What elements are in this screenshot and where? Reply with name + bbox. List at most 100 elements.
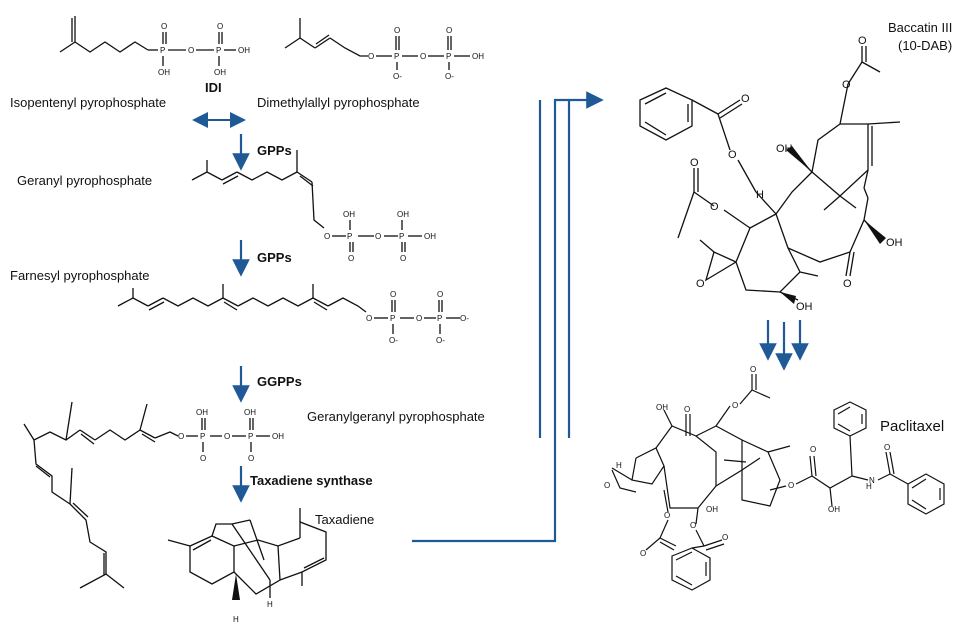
atom-o: O bbox=[394, 26, 400, 35]
atom-o-minus: O- bbox=[445, 72, 454, 81]
atom-p: P bbox=[248, 432, 253, 441]
atom-o: O bbox=[741, 93, 750, 105]
atom-o: O bbox=[842, 79, 851, 91]
atom-oh: OH bbox=[656, 403, 668, 412]
atom-o: O bbox=[690, 157, 699, 169]
atom-p: P bbox=[390, 314, 395, 323]
atom-o: O bbox=[640, 549, 646, 558]
atom-o: O bbox=[884, 443, 890, 452]
atom-o-minus: O- bbox=[436, 336, 445, 345]
atom-oh: OH bbox=[828, 505, 840, 514]
atom-oh: OH bbox=[706, 505, 718, 514]
atom-o: O bbox=[375, 232, 381, 241]
atom-oh: OH bbox=[397, 210, 409, 219]
atom-p: P bbox=[200, 432, 205, 441]
paclitaxel-label: Paclitaxel bbox=[880, 418, 945, 435]
atom-o: O bbox=[858, 35, 867, 47]
atom-oh: OH bbox=[272, 432, 284, 441]
taxadiene-structure bbox=[167, 508, 327, 600]
atom-o: O bbox=[416, 314, 422, 323]
atom-o: O bbox=[161, 22, 167, 31]
atom-o: O bbox=[750, 365, 756, 374]
atom-o-minus: O- bbox=[460, 314, 469, 323]
atom-o: O bbox=[664, 511, 670, 520]
atom-oh: OH bbox=[424, 232, 436, 241]
taxadiene-label: Taxadiene bbox=[315, 512, 375, 527]
atom-h: H bbox=[233, 615, 239, 624]
baccatin-structure bbox=[639, 46, 901, 304]
atom-o-minus: O- bbox=[389, 336, 398, 345]
atom-p: P bbox=[347, 232, 352, 241]
atom-p: P bbox=[446, 52, 451, 61]
atom-o: O bbox=[324, 232, 330, 241]
atom-p: P bbox=[394, 52, 399, 61]
ggpp-atoms: O P O P OH OH OH O O bbox=[178, 408, 284, 463]
gpps-enzyme-label-1: GPPs bbox=[257, 143, 292, 158]
atom-o: O bbox=[446, 26, 452, 35]
atom-o: O bbox=[224, 432, 230, 441]
atom-oh: OH bbox=[886, 237, 903, 249]
atom-h: H bbox=[267, 600, 273, 609]
gpp-label: Geranyl pyrophosphate bbox=[17, 173, 153, 188]
idi-enzyme-label: IDI bbox=[205, 80, 222, 95]
atom-o: O bbox=[437, 290, 443, 299]
atom-h: H bbox=[866, 482, 872, 491]
atom-o: O bbox=[788, 481, 794, 490]
baccatin-label-line2: (10-DAB) bbox=[898, 38, 953, 53]
dmapp-label: Dimethylallyl pyrophosphate bbox=[257, 95, 420, 110]
atom-oh: OH bbox=[214, 68, 226, 77]
gpp-structure bbox=[191, 150, 422, 252]
fpp-label: Farnesyl pyrophosphate bbox=[10, 268, 150, 283]
atom-p: P bbox=[399, 232, 404, 241]
taxadiene-atoms: H H bbox=[233, 600, 273, 624]
atom-oh: OH bbox=[796, 301, 813, 313]
fpp-atoms: O P O P O- O O O- O- bbox=[366, 290, 469, 345]
atom-o: O bbox=[690, 521, 696, 530]
taxadiene-to-baccatin-connector bbox=[412, 91, 604, 543]
atom-oh: OH bbox=[238, 46, 250, 55]
atom-o-minus: O- bbox=[393, 72, 402, 81]
ipp-structure bbox=[59, 16, 236, 66]
atom-o: O bbox=[843, 278, 852, 290]
atom-p: P bbox=[216, 46, 221, 55]
atom-o: O bbox=[684, 405, 690, 414]
ipp-atoms: P P O O O OH OH OH bbox=[158, 22, 250, 77]
atom-o: O bbox=[200, 454, 206, 463]
atom-oh: OH bbox=[244, 408, 256, 417]
atom-o: O bbox=[348, 254, 354, 263]
ggpp-label: Geranylgeranyl pyrophosphate bbox=[307, 409, 485, 424]
atom-o: O bbox=[696, 278, 705, 290]
baccatin-label-line1: Baccatin III bbox=[888, 20, 953, 35]
paclitaxel-structure bbox=[611, 374, 945, 591]
fpp-structure bbox=[117, 284, 460, 334]
gpp-atoms: O P O P OH OH OH O O bbox=[324, 210, 436, 263]
atom-o: O bbox=[188, 46, 194, 55]
atom-h: H bbox=[756, 189, 764, 201]
ggpps-enzyme-label: GGPPs bbox=[257, 374, 302, 389]
atom-o: O bbox=[722, 533, 728, 542]
atom-oh: OH bbox=[343, 210, 355, 219]
ipp-label: Isopentenyl pyrophosphate bbox=[10, 95, 167, 110]
atom-o: O bbox=[732, 401, 738, 410]
dmapp-structure bbox=[284, 18, 470, 70]
atom-p: P bbox=[437, 314, 442, 323]
atom-o: O bbox=[810, 445, 816, 454]
dmapp-atoms: O P O P OH O O O- O- bbox=[368, 26, 484, 81]
atom-o: O bbox=[728, 149, 737, 161]
atom-o: O bbox=[710, 201, 719, 213]
ggpp-structure bbox=[23, 401, 270, 589]
atom-o: O bbox=[248, 454, 254, 463]
atom-o: O bbox=[366, 314, 372, 323]
gpps-enzyme-label-2: GPPs bbox=[257, 250, 292, 265]
paclitaxel-atoms: OH O O O H O O O O O OH O O OH N H O bbox=[604, 365, 890, 558]
atom-o: O bbox=[420, 52, 426, 61]
atom-oh: OH bbox=[196, 408, 208, 417]
atom-o: O bbox=[217, 22, 223, 31]
atom-o: O bbox=[368, 52, 374, 61]
atom-p: P bbox=[160, 46, 165, 55]
atom-n: N bbox=[869, 476, 875, 485]
taxadiene-synthase-label: Taxadiene synthase bbox=[250, 473, 373, 488]
atom-oh: OH bbox=[158, 68, 170, 77]
atom-oh: OH bbox=[472, 52, 484, 61]
